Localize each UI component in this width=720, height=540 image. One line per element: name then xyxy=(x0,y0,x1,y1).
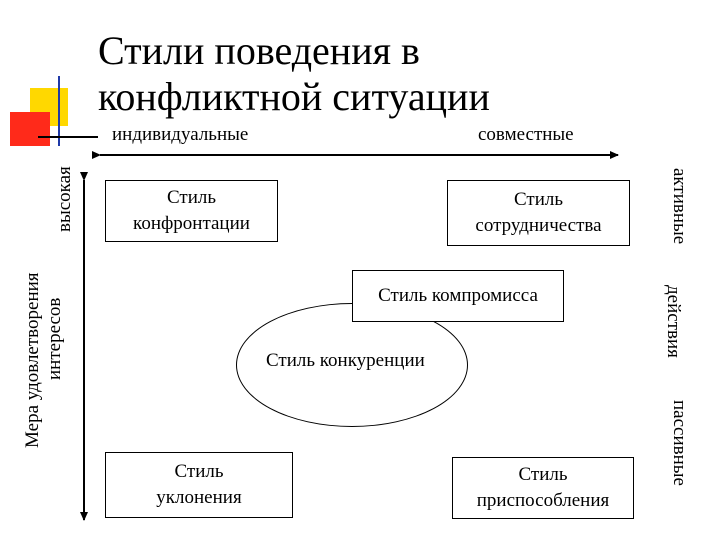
axis-label-interests: интересов xyxy=(44,297,65,380)
axis-label-satisfaction-measure: Мера удовлетворения xyxy=(22,272,43,448)
style-competition-label: Стиль конкуренции xyxy=(266,350,425,371)
decor-black-hline xyxy=(38,136,98,138)
page-title: Стили поведения в конфликтной ситуации xyxy=(98,28,490,119)
style-confrontation-box: Стиль конфронтации xyxy=(105,180,278,242)
style-cooperation-box: Стиль сотрудничества xyxy=(447,180,630,246)
style-compromise-box: Стиль компромисса xyxy=(352,270,564,322)
axis-label-actions: действия xyxy=(663,285,684,358)
axis-label-joint: совместные xyxy=(478,124,574,145)
axis-label-active: активные xyxy=(669,168,690,245)
axis-label-individual: индивидуальные xyxy=(112,124,249,145)
style-accommodation-box: Стиль приспособления xyxy=(452,457,634,519)
decor-blue-line xyxy=(58,76,60,146)
style-avoidance-box: Стиль уклонения xyxy=(105,452,293,518)
decor-red-square xyxy=(10,112,50,146)
axis-label-passive: пассивные xyxy=(669,400,690,486)
axis-label-high: высокая xyxy=(54,166,75,232)
